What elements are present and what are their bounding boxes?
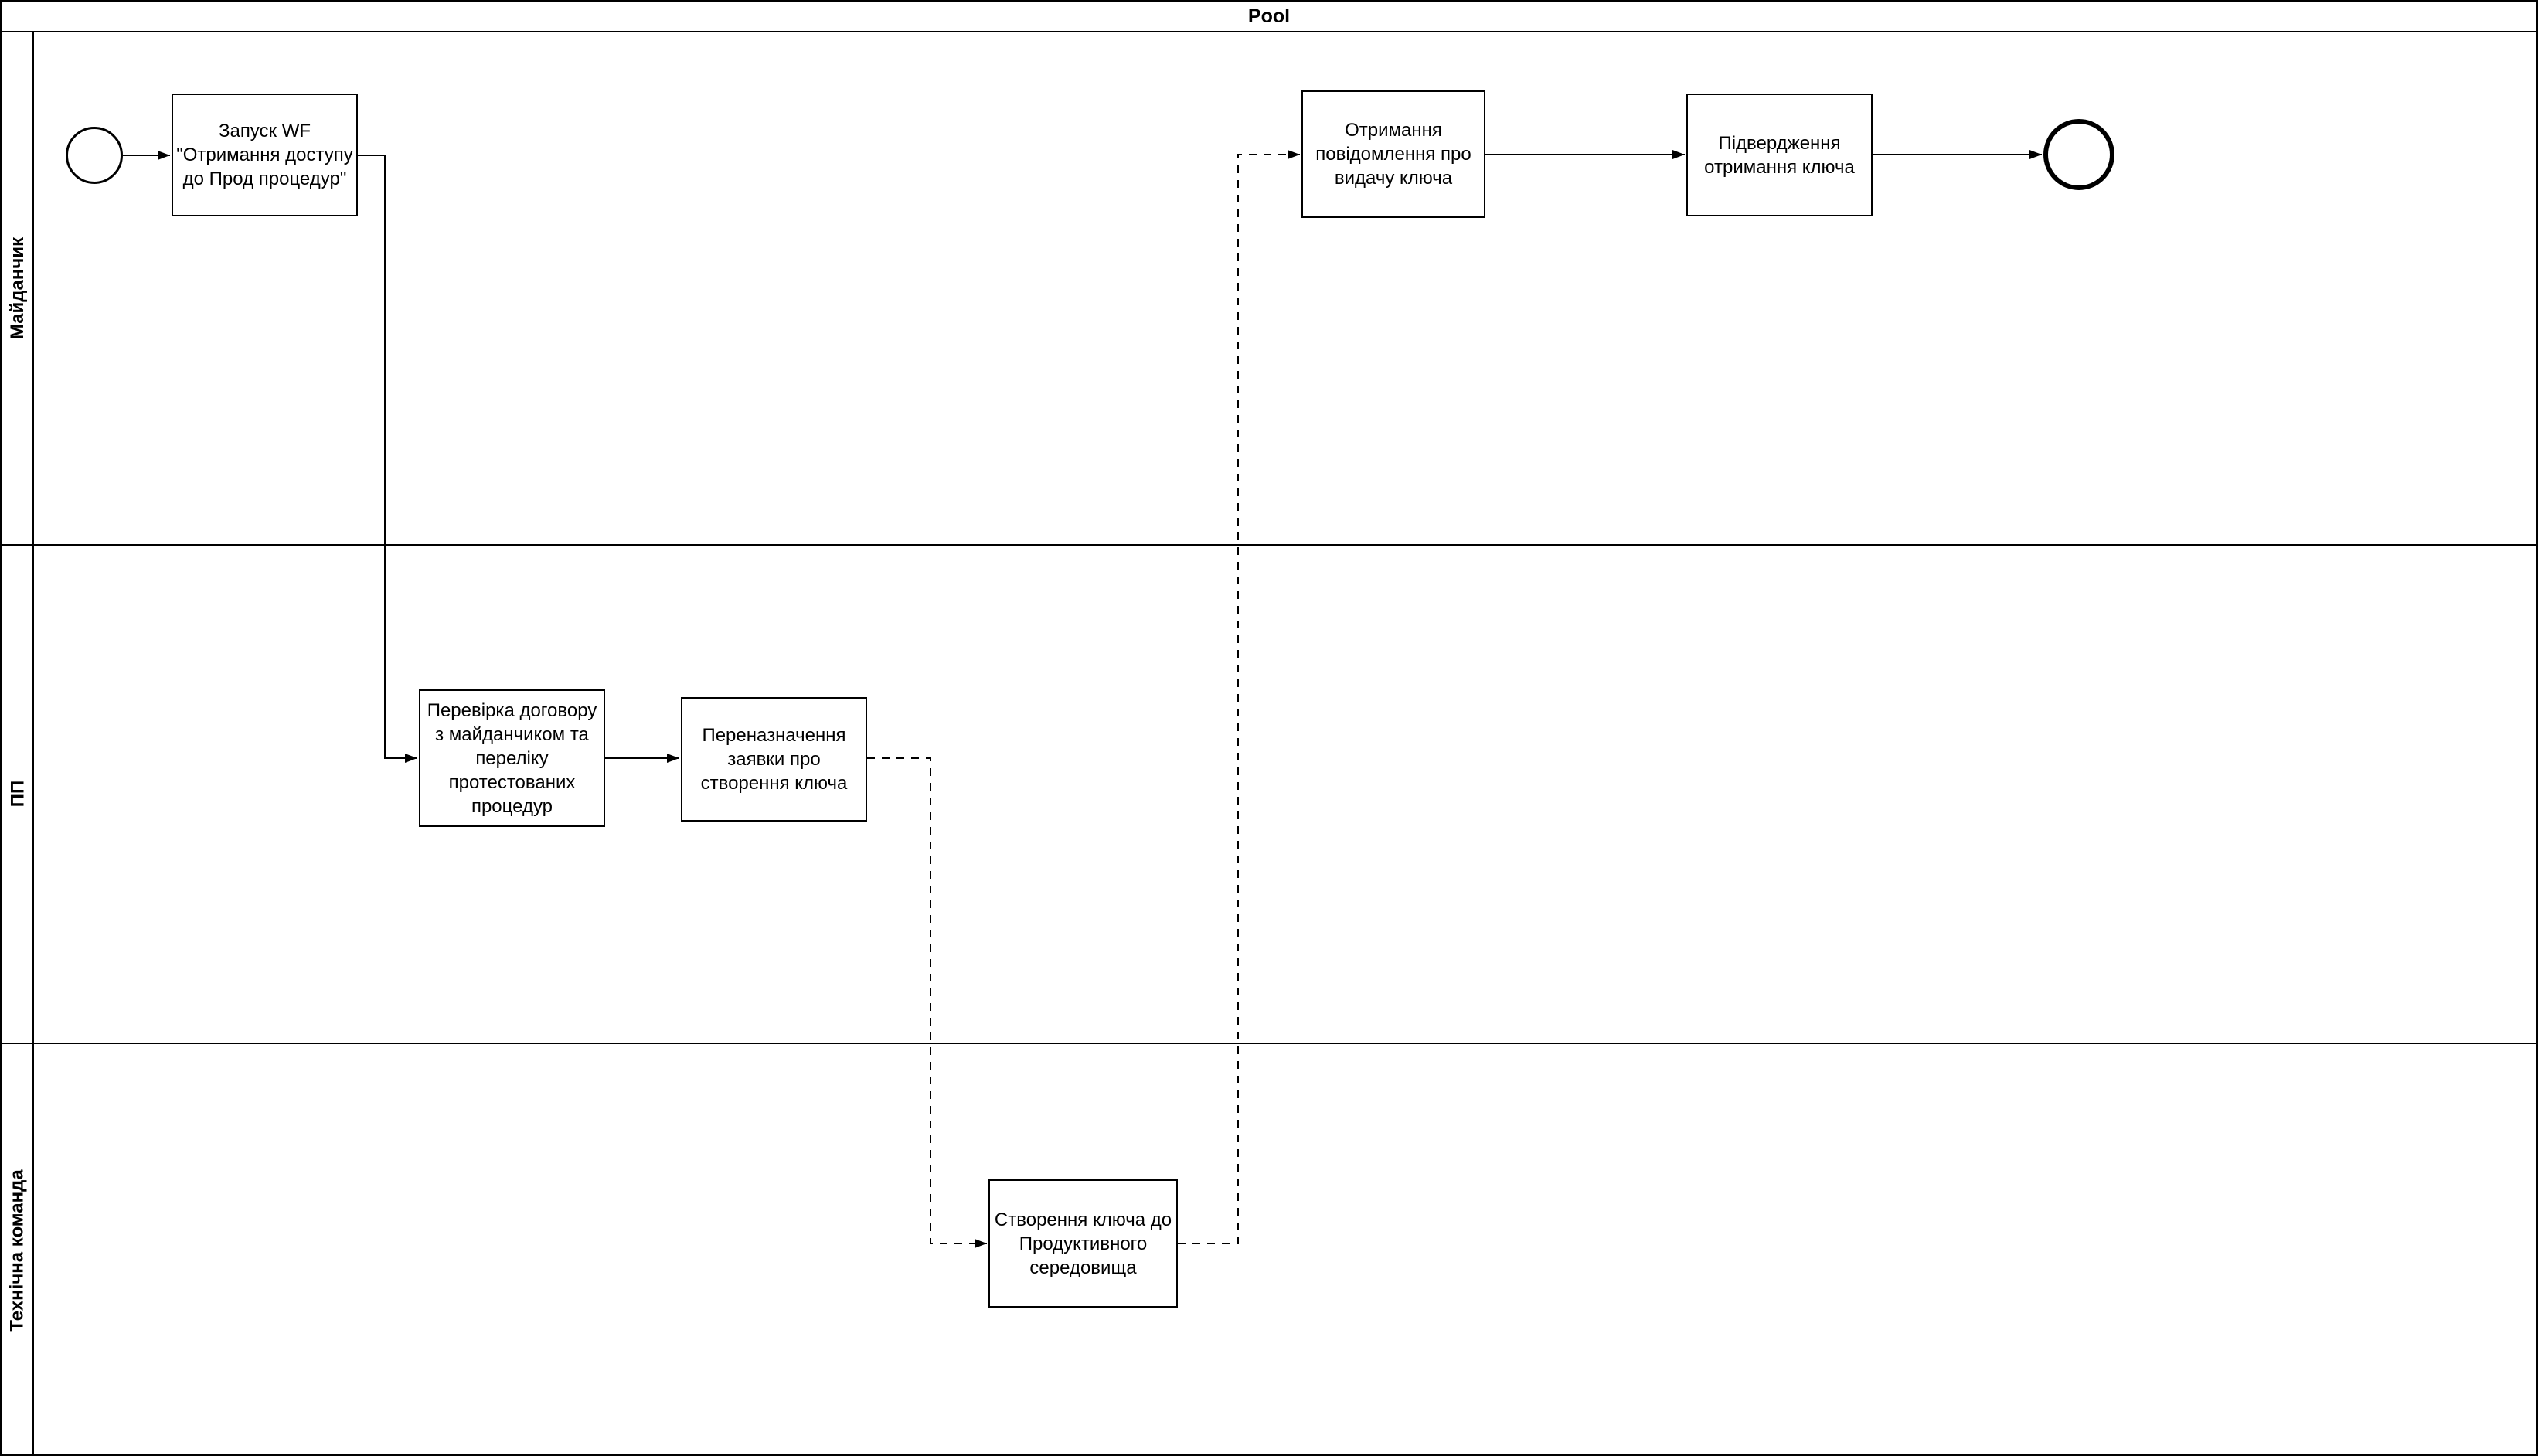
- lane-divider-1: [2, 544, 2536, 546]
- task-confirm-receipt: Підвердження отримання ключа: [1686, 94, 1873, 216]
- flow-create-key-to-receive-notification: [1178, 150, 1300, 1244]
- task-reassign-request: Переназначення заявки про створення ключ…: [681, 697, 867, 822]
- pool-header: Pool: [2, 2, 2536, 32]
- flow-start-wf-to-check-contract: [358, 155, 417, 763]
- task-label: Отримання повідомлення про видачу ключа: [1315, 120, 1471, 189]
- lane-label-tech-team: Технічна команда: [7, 1169, 29, 1332]
- task-label: Переназначення заявки про створення ключ…: [700, 725, 848, 794]
- lane-label-maydanchyk: Майданчик: [7, 236, 29, 340]
- lane-maydanchyk: Майданчик: [2, 32, 34, 544]
- task-label: Створення ключа до Продуктивного середов…: [994, 1209, 1172, 1278]
- task-label: Підвердження отримання ключа: [1704, 132, 1855, 178]
- task-label: Запуск WF "Отримання доступу до Прод про…: [176, 121, 353, 189]
- end-event: [2043, 119, 2114, 190]
- pool-title: Pool: [1247, 5, 1291, 27]
- lane-divider-2: [2, 1043, 2536, 1044]
- lane-label-column: Майданчик ПП Технічна команда: [2, 32, 34, 1454]
- lane-pp: ПП: [2, 544, 34, 1043]
- flow-reassign-to-create-key: [867, 757, 987, 1248]
- task-check-contract: Перевірка договору з майданчиком та пере…: [419, 689, 605, 827]
- task-receive-notification: Отримання повідомлення про видачу ключа: [1301, 90, 1485, 218]
- lane-label-pp: ПП: [7, 780, 28, 807]
- start-event: [66, 127, 123, 184]
- task-create-key: Створення ключа до Продуктивного середов…: [988, 1179, 1178, 1308]
- task-start-wf: Запуск WF "Отримання доступу до Прод про…: [172, 94, 358, 216]
- lane-tech-team: Технічна команда: [2, 1043, 34, 1454]
- task-label: Перевірка договору з майданчиком та пере…: [427, 699, 597, 817]
